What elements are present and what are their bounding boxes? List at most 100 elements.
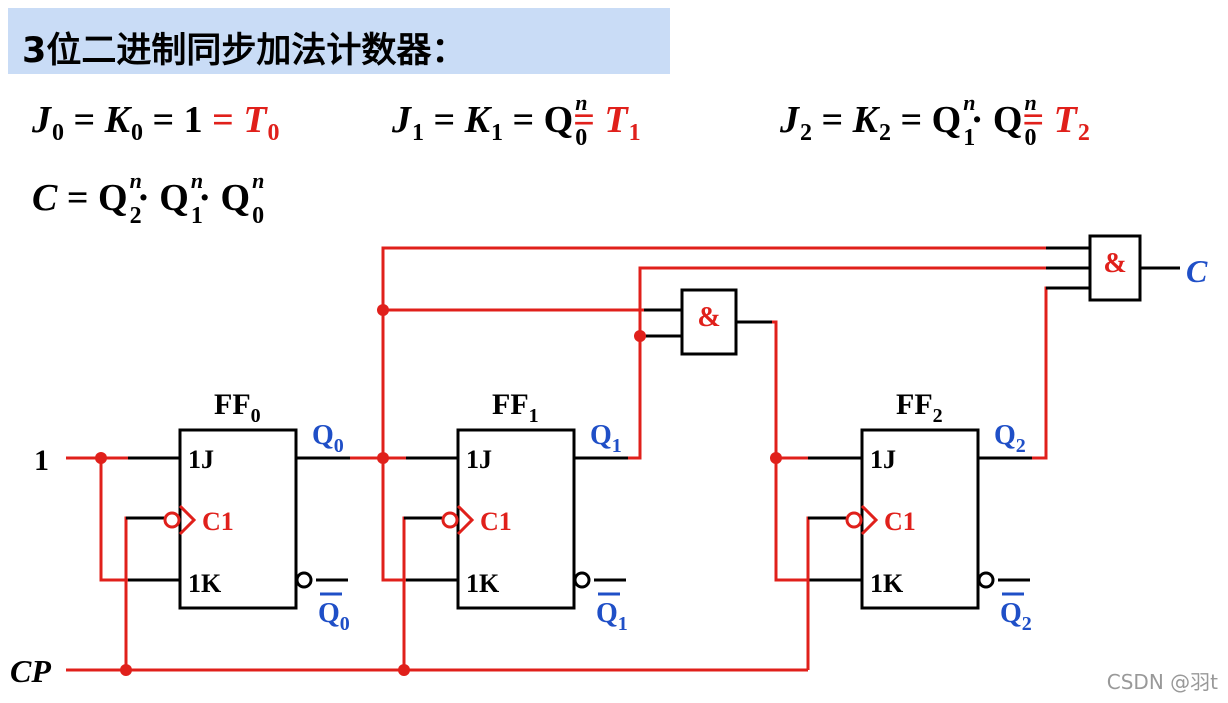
q2-label-index: 2 xyxy=(1016,435,1026,457)
flipflop-ff0-box xyxy=(178,428,298,610)
eq-c-qc-sub: 0 xyxy=(252,203,265,229)
eq-j2-qa-sup: n xyxy=(963,90,976,115)
eq-j1-k-sub: 1 xyxy=(491,120,504,147)
junction-dot xyxy=(770,452,782,464)
clock-label: CP xyxy=(10,653,51,689)
eq-c-dot1: · xyxy=(127,177,160,219)
q0bar-index: 0 xyxy=(340,613,350,635)
clock-edge-icon xyxy=(178,504,197,536)
clock-edge-icon xyxy=(860,504,879,536)
eq-j0-t: T xyxy=(243,99,267,141)
junction-dot xyxy=(398,664,410,676)
ff0-title: FF0 xyxy=(214,388,261,427)
qbar-bubbles xyxy=(295,571,995,589)
title-bar: 3位二进制同步加法计数器： xyxy=(8,8,670,74)
q0-label-index: 0 xyxy=(334,435,344,457)
wires xyxy=(66,246,1180,672)
ff0-k-label: 1K xyxy=(188,569,222,598)
ff1-k-label: 1K xyxy=(466,569,500,598)
q2bar-letter: Q xyxy=(1000,598,1022,629)
clock-bubble-icon xyxy=(441,511,459,529)
eq-c-qb: Q xyxy=(159,177,189,219)
q1-label-letter: Q xyxy=(590,420,612,451)
wire-clock-ff2 xyxy=(806,516,848,670)
eq-j1-j-sub: 1 xyxy=(412,120,424,147)
ff1-j-label: 1J xyxy=(466,445,492,474)
eq-j1-t: T xyxy=(604,99,628,141)
ff0-title-index: 0 xyxy=(251,405,261,427)
q1bar-letter: Q xyxy=(596,598,618,629)
eq-j2-t: T xyxy=(1053,99,1077,141)
flipflop-boxes xyxy=(178,428,980,610)
eq-j0-j-sub: 0 xyxy=(52,120,64,147)
eq-j2-qb-sub: 0 xyxy=(1024,125,1037,151)
eq-j0-eq2: = 1 xyxy=(143,99,213,141)
eq-j2-j-sub: 2 xyxy=(800,120,812,147)
wire-clock-ff0 xyxy=(124,516,168,670)
eq-c-dot2: · xyxy=(188,177,221,219)
ff0-clk-label: C1 xyxy=(202,507,234,536)
eq-j2-qa-sub: 1 xyxy=(963,125,976,151)
ff1-title-name: FF xyxy=(492,388,529,421)
eq-j1-q: Q xyxy=(543,99,574,141)
eq-j2-k: K xyxy=(852,99,879,141)
wire-and1-to-ff2-k xyxy=(736,320,862,582)
eq-j2-eq3: = xyxy=(1022,99,1054,141)
clock-edge-icon xyxy=(456,504,475,536)
eq-j0-k: K xyxy=(104,99,131,141)
junction-dot xyxy=(377,304,389,316)
eq-j2-eq2: = xyxy=(891,99,932,141)
and-gate-2 xyxy=(1088,234,1142,302)
eq-j0-eq3: = xyxy=(212,99,244,141)
watermark: CSDN @羽t xyxy=(1106,670,1218,694)
eq-c-qa-sub: 2 xyxy=(129,203,142,229)
page-title: 3位二进制同步加法计数器： xyxy=(22,31,467,71)
flipflop-ff1-box xyxy=(456,428,576,610)
ff2-title: FF2 xyxy=(896,388,943,427)
q1-label-index: 1 xyxy=(612,435,622,457)
clock-bubble-icon xyxy=(845,511,863,529)
eq-c-qc-sup: n xyxy=(252,168,265,193)
ff2-title-name: FF xyxy=(896,388,933,421)
eq-c-qa-sup: n xyxy=(129,168,142,193)
and-gate-1 xyxy=(680,288,738,356)
and-gate-2-symbol: & xyxy=(1103,248,1126,279)
qbar-bubble-icon xyxy=(977,571,995,589)
eq-j1-eq1: = xyxy=(424,99,465,141)
ff1-title-index: 1 xyxy=(529,405,539,427)
junction-dot xyxy=(120,664,132,676)
eq-c-qc: Q xyxy=(220,177,251,219)
q0bar-letter: Q xyxy=(318,598,340,629)
wire-q0-to-and2 xyxy=(381,246,1090,458)
eq-j2-t-sub: 2 xyxy=(1077,120,1090,147)
qbar-bubble-icon xyxy=(295,571,313,589)
eq-j0-t-sub: 0 xyxy=(267,120,280,147)
q2-label: Q2 xyxy=(994,420,1026,457)
eq-j2-dot: · xyxy=(961,99,993,141)
q2bar-label: Q2 xyxy=(1000,598,1032,635)
q1bar-index: 1 xyxy=(618,613,628,635)
eq-j0-k-sub: 0 xyxy=(131,120,144,147)
eq-c-c: C xyxy=(32,177,58,219)
junction-dot xyxy=(634,330,646,342)
q0-label: Q0 xyxy=(312,420,344,457)
q1-label: Q1 xyxy=(590,420,622,457)
clock-indicators xyxy=(163,504,879,536)
q2bar-index: 2 xyxy=(1022,613,1032,635)
wire-clock-ff1 xyxy=(402,516,446,670)
eq-j2-j: J xyxy=(780,99,799,141)
ff2-j-label: 1J xyxy=(870,445,896,474)
ff1-title: FF1 xyxy=(492,388,539,427)
eq-j2-qb: Q xyxy=(992,99,1023,141)
junction-dot xyxy=(377,452,389,464)
carry-out-label: C xyxy=(1186,253,1208,289)
input-one-label: 1 xyxy=(34,444,49,477)
eq-j2-k-sub: 2 xyxy=(879,120,892,147)
